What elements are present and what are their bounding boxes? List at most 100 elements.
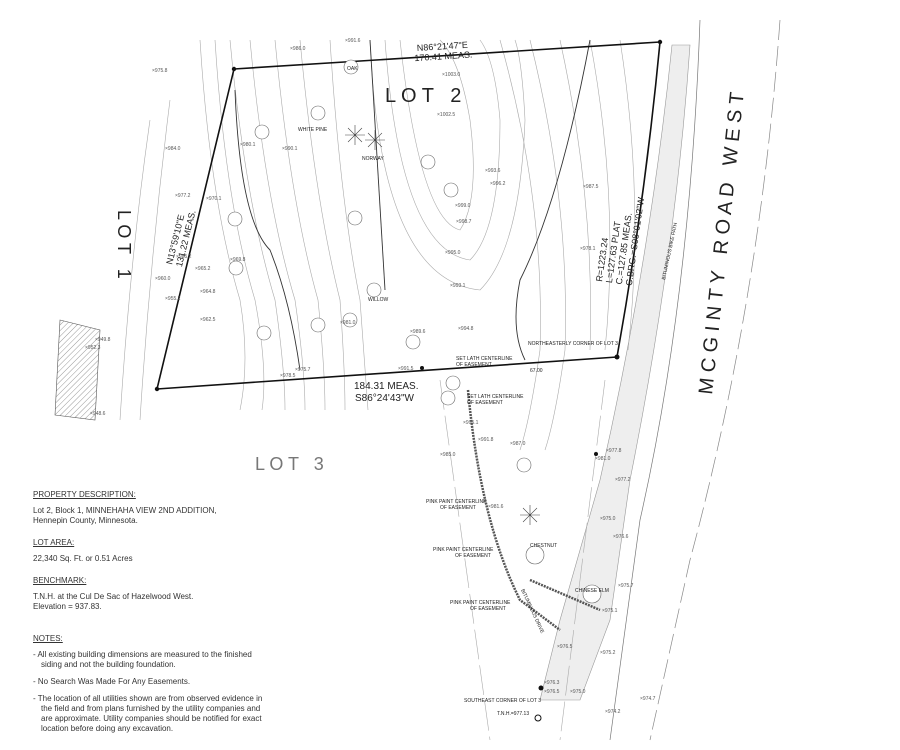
spot-elevation: ×1002.5: [437, 112, 455, 118]
property-text: Lot 2, Block 1, MINNEHAHA VIEW 2ND ADDIT…: [33, 506, 217, 525]
spot-elevations: ×975.8 ×986.0 ×991.6 ×1003.0 ×1002.5 ×998.7 ×9…: [85, 38, 656, 715]
spot-elevation: ×962.5: [200, 317, 216, 323]
bike-path: [539, 44, 691, 701]
spot-elevation: ×976.5: [557, 644, 573, 650]
spot-elevation: ×975.1: [602, 608, 618, 614]
spot-elevation: ×976.3: [544, 680, 560, 686]
spot-elevation: ×974.2: [605, 709, 621, 715]
spot-elevation: ×998.7: [456, 219, 472, 225]
conifer-trees: [345, 125, 540, 525]
willow-label: WILLOW: [368, 297, 389, 303]
north-distance-text: 170.41 MEAS.: [414, 50, 473, 64]
spot-elevation: ×985.2: [176, 254, 192, 260]
note-item: - No Search Was Made For Any Easements.: [33, 677, 191, 686]
spot-elevation: ×977.2: [615, 477, 631, 483]
spot-elevation: ×976.6: [613, 534, 629, 540]
lot1-label: L O T 1: [114, 210, 134, 279]
chinese-elm-label: CHINESE ELM: [575, 588, 609, 594]
spot-elevation: ×977.8: [606, 448, 622, 454]
east-lot-line-curve: [616, 41, 661, 358]
spot-elevation: ×974.7: [640, 696, 656, 702]
south-lot-line: [156, 356, 618, 390]
spot-elevation: ×984.0: [165, 146, 181, 152]
spot-elevation: ×978.5: [280, 373, 296, 379]
south-distance-text: 184.31 MEAS.: [354, 381, 418, 392]
road-edge-2: [609, 19, 701, 741]
spot-elevation: ×975.0: [600, 516, 616, 522]
spot-elevation: ×978.1: [580, 246, 596, 252]
lot-boundary: [156, 41, 661, 390]
spot-elevation: ×976.5: [544, 689, 560, 695]
spot-elevation: ×960.0: [155, 276, 171, 282]
north-bearing-text: N86°21'47"E: [416, 40, 468, 53]
note-item: - The location of all utilities shown ar…: [33, 694, 263, 733]
spot-elevation: ×987.5: [583, 184, 599, 190]
road-label: M C G I N T Y R O A D W E S T: [695, 91, 749, 395]
oak-label: OAK: [347, 66, 358, 72]
spot-elevation: ×1003.0: [442, 72, 460, 78]
spot-elevation: ×975.7: [295, 367, 311, 373]
spot-elevation: ×991.6: [345, 38, 361, 44]
spot-elevation: ×975.7: [618, 583, 634, 589]
driveway-edge-2: [529, 578, 601, 612]
spot-elevation: ×965.2: [195, 266, 211, 272]
benchmark-heading: BENCHMARK:: [33, 576, 87, 585]
spot-elevation: ×970.1: [206, 196, 222, 202]
spot-elevation: ×990.1: [282, 146, 298, 152]
spot-elevation: ×981.0: [595, 456, 611, 462]
benchmark-text: T.N.H. at the Cul De Sac of Hazelwood We…: [33, 592, 194, 611]
road-edge: [649, 19, 781, 741]
notes-heading: NOTES:: [33, 634, 63, 643]
spot-elevation: ×975.2: [600, 650, 616, 656]
spot-elevation: ×952.3: [85, 345, 101, 351]
spot-elevation: ×949.8: [95, 337, 111, 343]
spot-elevation: ×995.0: [445, 250, 461, 256]
curve-data: R=1223.24L=127.63 PLATC.=127.85 MEAS.C.B…: [594, 192, 646, 286]
spot-elevation: ×993.1: [450, 283, 466, 289]
lot2-label: L O T 2: [385, 85, 461, 107]
spot-elevation: ×996.2: [490, 181, 506, 187]
contour-lines: [119, 39, 636, 741]
spot-elevation: ×991.5: [398, 366, 414, 372]
white-pine-label: WHITE PINE: [298, 127, 328, 133]
spot-elevation: ×995.1: [463, 420, 479, 426]
area-heading: LOT AREA:: [33, 538, 75, 547]
spot-elevation: ×989.6: [410, 329, 426, 335]
neighbour-building: [54, 319, 101, 421]
spot-elevation: ×969.8: [230, 257, 246, 263]
note-item: - All existing building dimensions are m…: [33, 650, 252, 669]
norway-label: NORWAY: [362, 156, 385, 162]
spot-elevation: ×986.0: [290, 46, 306, 52]
property-heading: PROPERTY DESCRIPTION:: [33, 490, 136, 499]
notes-panel: PROPERTY DESCRIPTION: Lot 2, Block 1, MI…: [33, 490, 273, 741]
west-lot-line: [156, 68, 235, 390]
spot-elevation: ×987.0: [510, 441, 526, 447]
spot-elevation: ×964.8: [200, 289, 216, 295]
spot-elevation: ×981.0: [340, 320, 356, 326]
se-corner-lot3-label: SOUTHEAST CORNER OF LOT 3: [464, 698, 541, 704]
spot-elevation: ×980.1: [240, 142, 256, 148]
spot-elevation: ×993.6: [485, 168, 501, 174]
spot-elevation: ×975.8: [152, 68, 168, 74]
spot-elevation: ×977.2: [175, 193, 191, 199]
area-text: 22,340 Sq. Ft. or 0.51 Acres: [33, 554, 133, 563]
tnh-hydrant: [534, 714, 542, 722]
spot-elevation: ×948.6: [90, 411, 106, 417]
chestnut-label: CHESTNUT: [530, 543, 557, 549]
north-lot-line: [233, 41, 661, 70]
ne-corner-lot3-label: NORTHEASTERLY CORNER OF LOT 3: [528, 341, 618, 347]
south-bearing-text: S86°24'43"W: [355, 393, 414, 404]
spot-elevation: ×981.6: [488, 504, 504, 510]
north-bearing: N86°21'47"E170.41 MEAS.: [414, 40, 473, 64]
dim-67-label: 67.00: [530, 368, 543, 374]
trees: [227, 59, 602, 604]
lot3-label: L O T 3: [255, 454, 324, 474]
spot-elevation: ×994.8: [458, 326, 474, 332]
spot-elevation: ×975.0: [570, 689, 586, 695]
